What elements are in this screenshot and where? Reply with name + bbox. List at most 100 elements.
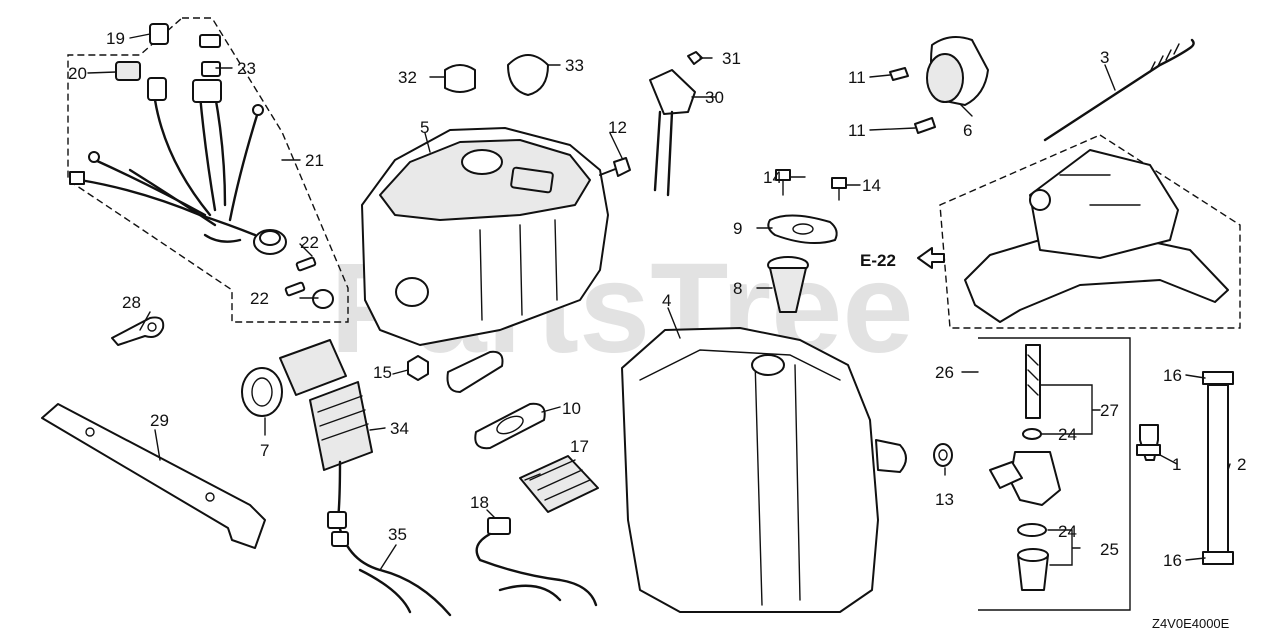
strainer-8-mesh xyxy=(769,267,807,313)
o-ring-24-a xyxy=(1022,428,1042,440)
clamp-32 xyxy=(444,64,476,93)
callout-10: 10 xyxy=(562,399,581,418)
hose-clamp-16-a xyxy=(1202,371,1234,385)
callout-16-a: 16 xyxy=(1163,366,1182,385)
assembly-dashed-outline xyxy=(939,134,1241,329)
callout-26: 26 xyxy=(935,363,954,382)
tank-label-plate xyxy=(510,166,554,194)
muffler-body xyxy=(621,327,879,613)
callout-2: 2 xyxy=(1237,455,1246,474)
bolt-11-b xyxy=(914,117,936,134)
spring-3-coils xyxy=(1149,43,1180,73)
wrench-hole xyxy=(85,427,95,437)
hose-clamp-16-b xyxy=(1202,551,1234,565)
callout-6: 6 xyxy=(963,121,972,140)
callout-29: 29 xyxy=(150,411,169,430)
callout-33: 33 xyxy=(565,56,584,75)
bolt-11-a xyxy=(889,67,909,81)
sensor-30 xyxy=(649,69,696,115)
diagram-code: Z4V0E4000E xyxy=(1152,616,1230,631)
callout-31: 31 xyxy=(722,49,741,68)
callout-22-a: 22 xyxy=(300,233,319,252)
gasket-10-b xyxy=(474,402,546,450)
callout-27: 27 xyxy=(1100,401,1119,420)
callout-23: 23 xyxy=(237,59,256,78)
nut-15 xyxy=(407,355,429,381)
callout-9: 9 xyxy=(733,219,742,238)
muffler-port xyxy=(751,354,785,376)
washer-13 xyxy=(933,443,953,467)
filter-element xyxy=(279,339,347,396)
terminal-22-a xyxy=(295,256,317,272)
fitting-1-hex xyxy=(1136,444,1161,456)
harness-terminal xyxy=(88,151,100,163)
tank-outlet xyxy=(395,277,429,307)
callout-7: 7 xyxy=(260,441,269,460)
gasket-10-hole xyxy=(496,415,524,435)
harness-terminal xyxy=(69,171,85,185)
valve-cup-25-rim xyxy=(1017,548,1049,562)
fuel-valve-lever xyxy=(989,461,1023,489)
harness-wire xyxy=(78,178,257,237)
filter-7 xyxy=(241,339,347,417)
harness-wire xyxy=(153,98,212,217)
regulator-fins xyxy=(317,395,369,441)
tank-top xyxy=(379,139,591,221)
filter-cap xyxy=(241,367,283,417)
fuel-tank-5 xyxy=(361,127,609,346)
module-17-fins xyxy=(529,459,591,501)
harness-35-wire xyxy=(336,460,452,617)
callout-13: 13 xyxy=(935,490,954,509)
valve-group-bracket xyxy=(978,337,1131,611)
harness-dashed-outline xyxy=(67,17,349,323)
assembly-links xyxy=(1059,174,1141,206)
callout-14-a: 14 xyxy=(763,168,782,187)
callout-16-b: 16 xyxy=(1163,551,1182,570)
muffler-pipe xyxy=(875,439,907,473)
callout-14-b: 14 xyxy=(862,176,881,195)
tank-ribs xyxy=(479,219,558,321)
harness-terminal xyxy=(252,104,264,116)
callout-22-b: 22 xyxy=(250,289,269,308)
callout-28: 28 xyxy=(122,293,141,312)
valve-tube-27-mesh xyxy=(1027,354,1039,396)
harness-18-wire xyxy=(498,584,562,602)
callout-11-b: 11 xyxy=(848,121,866,140)
fuse-holder-20 xyxy=(115,61,141,81)
callout-24-b: 24 xyxy=(1058,522,1077,541)
gasket-10-a xyxy=(446,350,504,393)
spark-plug-wrench-29 xyxy=(41,403,266,549)
callout-5: 5 xyxy=(420,118,429,137)
callout-12: 12 xyxy=(608,118,627,137)
muffler-ribs xyxy=(754,359,801,606)
grommet-22 xyxy=(312,289,334,309)
clip-28-hole xyxy=(147,322,157,332)
callout-21: 21 xyxy=(305,151,324,170)
fuel-hose-2 xyxy=(1207,384,1229,553)
callout-17: 17 xyxy=(570,437,589,456)
tank-filler-neck xyxy=(461,149,503,175)
fuse-23-a xyxy=(199,34,221,48)
callout-11-a: 11 xyxy=(848,68,866,87)
callout-15: 15 xyxy=(373,363,392,382)
module-17 xyxy=(519,455,599,513)
fuse-23-b xyxy=(201,61,221,77)
harness-wire xyxy=(228,110,260,222)
assembly-bracket xyxy=(1029,149,1179,259)
switch-face xyxy=(259,230,281,246)
throttle-assembly-reference xyxy=(917,134,1241,329)
callout-24-a: 24 xyxy=(1058,425,1077,444)
harness-wire xyxy=(203,233,242,243)
filter-cap-inner xyxy=(251,377,273,407)
callout-30: 30 xyxy=(705,88,724,107)
rod-3 xyxy=(1043,38,1195,142)
washer-13-hole xyxy=(938,449,948,461)
wrench-hole xyxy=(205,492,215,502)
harness-wire xyxy=(213,93,227,207)
o-ring-24-b xyxy=(1017,523,1047,537)
clamp-33 xyxy=(507,54,549,96)
fuse-cap-19 xyxy=(149,23,169,45)
gasket-9 xyxy=(767,214,838,245)
sensor-30-wires xyxy=(653,110,674,197)
harness-18-wire xyxy=(475,532,598,607)
